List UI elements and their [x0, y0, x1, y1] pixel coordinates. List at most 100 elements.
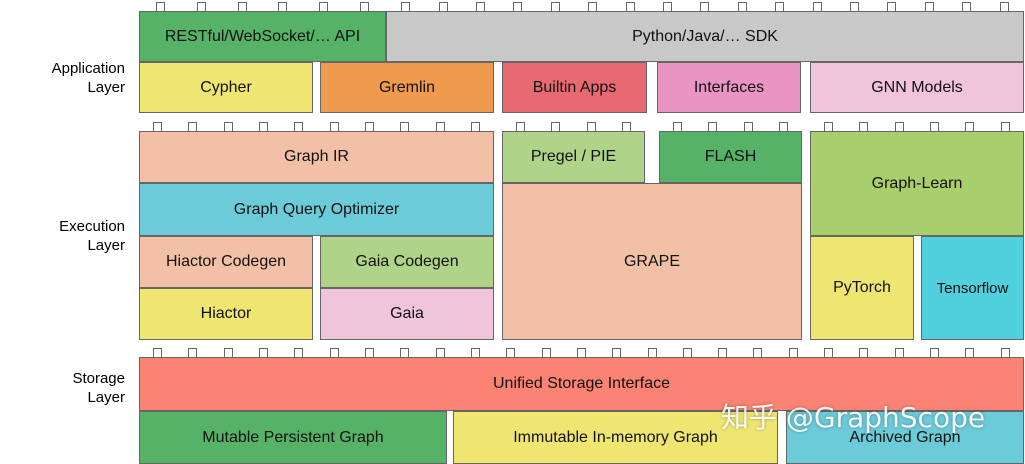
notch [924, 2, 934, 11]
notch [894, 348, 904, 357]
pytorch-block: PyTorch [810, 236, 914, 340]
notch [859, 122, 869, 131]
gaia-block: Gaia [320, 288, 494, 340]
application-layer-label: Application Layer [51, 60, 125, 96]
notch [887, 2, 897, 11]
notch [612, 348, 622, 357]
notch [470, 348, 480, 357]
hiactor-codegen-block: Hiactor Codegen [139, 236, 313, 288]
block-notches [503, 122, 644, 132]
notch [188, 122, 198, 131]
block-notches [811, 122, 1023, 132]
notch [278, 2, 288, 11]
notch [965, 122, 975, 131]
notch [401, 2, 411, 11]
notch [541, 348, 551, 357]
notch [294, 122, 304, 131]
notch [516, 122, 526, 131]
notch [506, 348, 516, 357]
notch [470, 122, 480, 131]
notch [999, 2, 1009, 11]
notch [743, 122, 753, 131]
notch [365, 348, 375, 357]
cypher-block: Cypher [139, 62, 313, 113]
gnn-models-block: GNN Models [810, 62, 1024, 113]
notch [153, 122, 163, 131]
block-notches [140, 2, 385, 12]
notch [588, 2, 598, 11]
notch [294, 348, 304, 357]
notch [894, 122, 904, 131]
storage-layer-label: Storage Layer [72, 370, 125, 406]
notch [476, 2, 486, 11]
hiactor-block: Hiactor [139, 288, 313, 340]
notch [237, 2, 247, 11]
notch [673, 122, 683, 131]
notch [196, 2, 206, 11]
notch [513, 2, 523, 11]
graph-ir-block: Graph IR [139, 122, 494, 183]
notch [550, 2, 560, 11]
notch [223, 122, 233, 131]
builtin-apps-block: Builtin Apps [502, 62, 647, 113]
notch [329, 348, 339, 357]
notch [625, 2, 635, 11]
notch [930, 348, 940, 357]
interfaces-block: Interfaces [657, 62, 801, 113]
gaia-codegen-block: Gaia Codegen [320, 236, 494, 288]
graph-learn-block: Graph-Learn [810, 122, 1024, 236]
notch [551, 122, 561, 131]
notch [586, 122, 596, 131]
notch [647, 348, 657, 357]
notch [708, 122, 718, 131]
notch [438, 2, 448, 11]
grape-block: GRAPE [502, 183, 802, 340]
notch [700, 2, 710, 11]
notch [778, 122, 788, 131]
restful-api-block: RESTful/WebSocket/… API [139, 2, 386, 62]
unified-storage-interface-block: Unified Storage Interface [139, 348, 1024, 411]
notch [788, 348, 798, 357]
block-notches [387, 2, 1023, 12]
notch [364, 122, 374, 131]
notch [962, 2, 972, 11]
notch [850, 2, 860, 11]
gremlin-block: Gremlin [320, 62, 494, 113]
notch [859, 348, 869, 357]
notch [1000, 348, 1010, 357]
notch [188, 348, 198, 357]
graph-query-optimizer-block: Graph Query Optimizer [139, 183, 494, 236]
notch [400, 348, 410, 357]
pregel-pie-block: Pregel / PIE [502, 122, 645, 183]
notch [360, 2, 370, 11]
notch [435, 122, 445, 131]
notch [259, 122, 269, 131]
notch [621, 122, 631, 131]
notch [259, 348, 269, 357]
block-notches [660, 122, 801, 132]
notch [663, 2, 673, 11]
notch [812, 2, 822, 11]
sdk-block: Python/Java/… SDK [386, 2, 1024, 62]
notch [576, 348, 586, 357]
notch [223, 348, 233, 357]
notch [155, 2, 165, 11]
notch [824, 348, 834, 357]
notch [435, 348, 445, 357]
block-notches [140, 348, 1023, 358]
notch [737, 2, 747, 11]
notch [319, 2, 329, 11]
flash-block: FLASH [659, 122, 802, 183]
notch [153, 348, 163, 357]
notch [930, 122, 940, 131]
mutable-persistent-graph-block: Mutable Persistent Graph [139, 411, 447, 464]
notch [400, 122, 410, 131]
block-notches [140, 122, 493, 132]
notch [682, 348, 692, 357]
notch [753, 348, 763, 357]
tensorflow-block: Tensorflow [921, 236, 1024, 340]
notch [329, 122, 339, 131]
notch [775, 2, 785, 11]
immutable-in-memory-graph-block: Immutable In-memory Graph [453, 411, 778, 464]
execution-layer-label: Execution Layer [59, 218, 125, 254]
